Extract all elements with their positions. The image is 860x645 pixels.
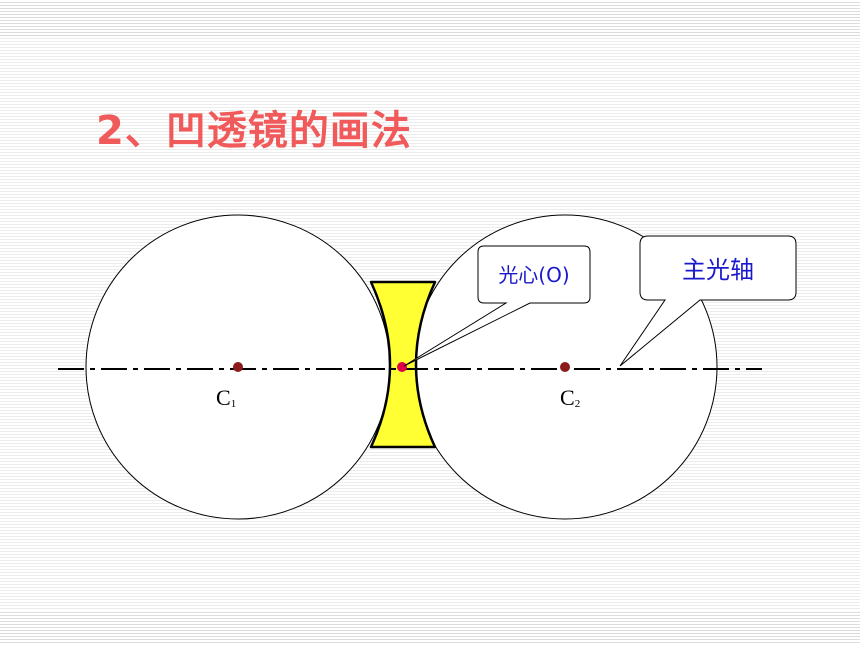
optical-center-point <box>397 362 407 372</box>
slide-title: 2、凹透镜的画法 <box>96 108 412 154</box>
principal-axis-callout-text: 主光轴 <box>682 256 754 284</box>
optical-center-callout-text: 光心(O) <box>498 263 569 287</box>
top-stripe-band <box>0 0 860 38</box>
c1-label: C1 <box>216 385 236 410</box>
c2-label: C2 <box>560 385 580 410</box>
optical-center-callout <box>403 245 591 367</box>
c2-point <box>560 362 570 372</box>
c1-point <box>233 362 243 372</box>
principal-axis-callout <box>619 235 797 367</box>
bottom-stripe-band <box>0 610 860 645</box>
